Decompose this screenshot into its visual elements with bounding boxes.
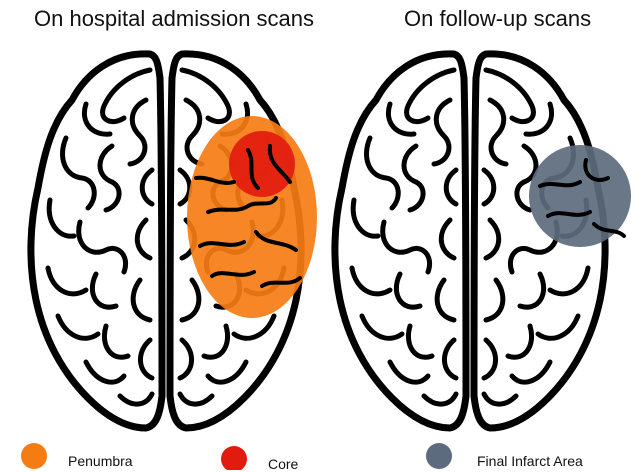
penumbra-legend-label: Penumbra [68, 453, 133, 469]
final-infarct-legend-label: Final Infarct Area [477, 453, 583, 469]
core-region [229, 131, 295, 197]
penumbra-legend-swatch [21, 443, 47, 469]
admission-brain [31, 54, 317, 428]
follow-up-brain [335, 54, 631, 428]
core-legend-swatch [221, 446, 247, 470]
final-infarct-legend-swatch [426, 443, 452, 469]
